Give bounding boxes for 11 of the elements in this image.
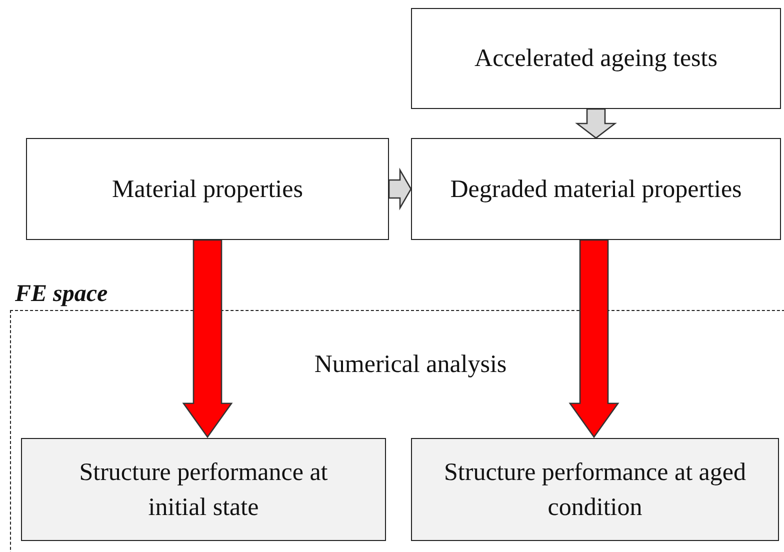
block-arrow [575,108,617,139]
block-arrow [568,239,620,438]
region-label: Numerical analysis [313,351,508,379]
block-arrow [182,239,233,438]
process-box: Degraded material properties [411,138,781,240]
block-arrow [388,168,412,210]
process-box: Structure performance at initial state [21,438,386,541]
process-box: Accelerated ageing tests [411,8,781,109]
region-heading: FE space [15,281,108,308]
process-box: Material properties [26,138,389,240]
process-box: Structure performance at aged condition [411,438,779,541]
